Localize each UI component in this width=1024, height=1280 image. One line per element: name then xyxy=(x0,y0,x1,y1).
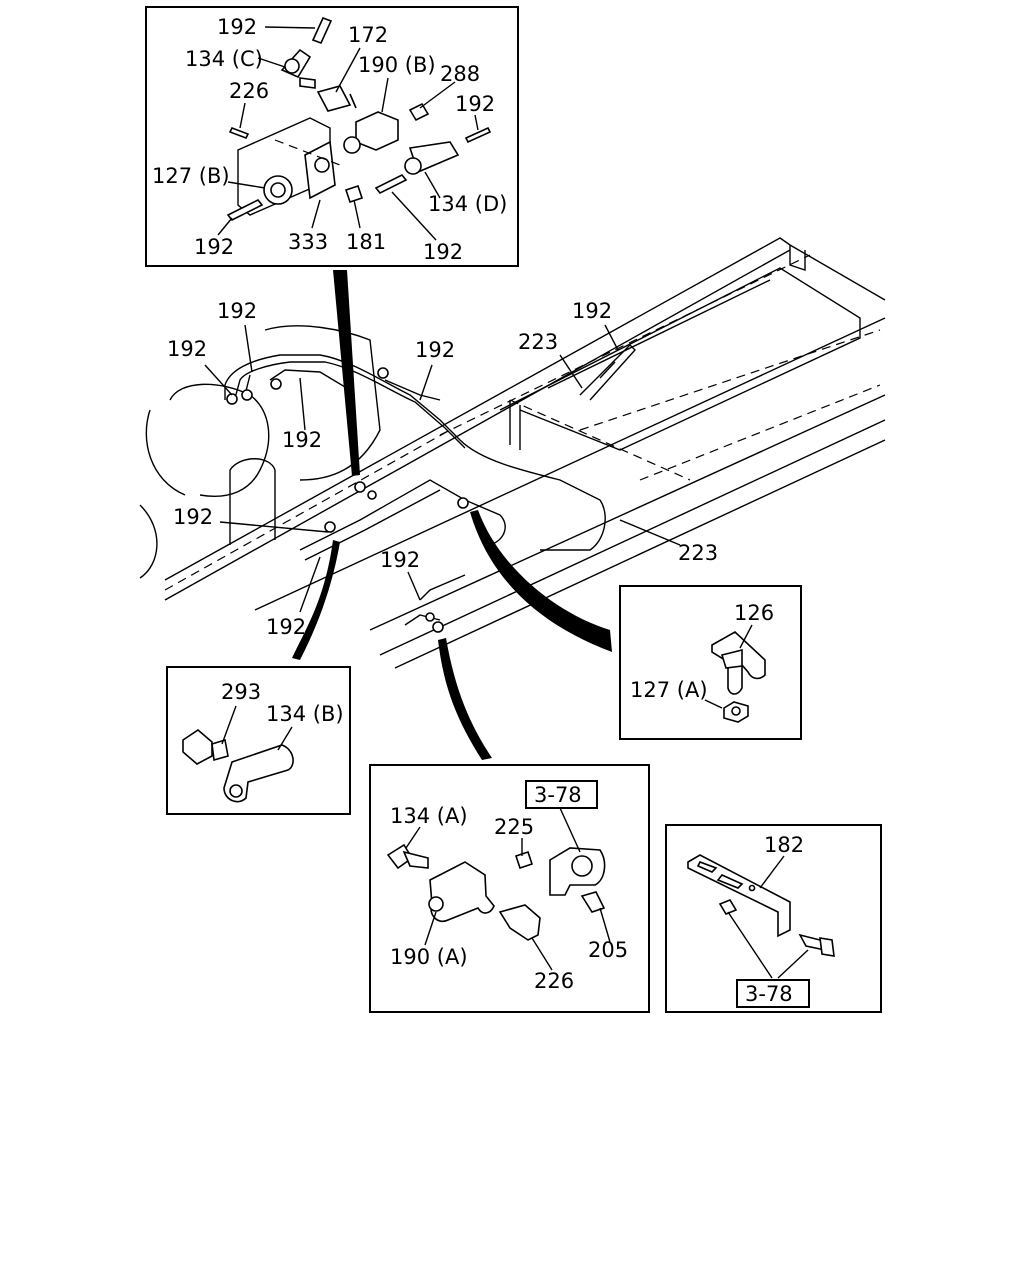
bracket-ref-box xyxy=(736,979,810,1008)
top-inset xyxy=(145,6,519,267)
bracket-inset-labels: 182 xyxy=(764,833,804,857)
top-label-12: 192 xyxy=(423,240,463,264)
main-label-4: 223 xyxy=(518,330,558,354)
bottom-label-2: 205 xyxy=(588,938,628,962)
top-label-2: 172 xyxy=(348,23,388,47)
top-label-3: 190 (B) xyxy=(358,53,436,77)
bracket-inset: 3-78 xyxy=(665,824,882,1013)
right-label-1: 127 (A) xyxy=(630,678,708,702)
top-inset-labels: 192 134 (C) 172 190 (B) 288 226 192 127 … xyxy=(152,15,507,264)
top-label-9: 192 xyxy=(194,235,234,259)
top-label-0: 192 xyxy=(217,15,257,39)
top-label-5: 226 xyxy=(229,79,269,103)
bottom-ref-box xyxy=(525,780,598,809)
bracket-ref: 3-78 xyxy=(745,982,793,1006)
right-label-0: 126 xyxy=(734,601,774,625)
main-labels: 192 192 192 192 223 192 192 223 192 192 xyxy=(167,299,718,639)
bottom-ref: 3-78 xyxy=(534,783,582,807)
callout-pointers xyxy=(292,270,612,760)
bottom-label-3: 190 (A) xyxy=(390,945,468,969)
main-label-2: 192 xyxy=(415,338,455,362)
top-label-8: 134 (D) xyxy=(428,192,507,216)
bracket-label: 182 xyxy=(764,833,804,857)
top-label-7: 127 (B) xyxy=(152,164,230,188)
left-label-1: 134 (B) xyxy=(266,702,344,726)
top-label-6: 192 xyxy=(455,92,495,116)
main-leader-lines xyxy=(204,324,681,613)
main-label-9: 192 xyxy=(266,615,306,639)
main-label-0: 192 xyxy=(217,299,257,323)
bottom-inset: 3-78 xyxy=(369,764,650,1013)
left-inset-labels: 293 134 (B) xyxy=(221,680,344,726)
left-inset xyxy=(166,666,351,815)
bottom-inset-labels: 134 (A) 225 205 190 (A) 226 xyxy=(390,804,628,993)
main-label-7: 223 xyxy=(678,541,718,565)
bottom-label-1: 225 xyxy=(494,815,534,839)
top-label-10: 333 xyxy=(288,230,328,254)
left-label-0: 293 xyxy=(221,680,261,704)
brake-pipes xyxy=(224,344,636,633)
top-label-4: 288 xyxy=(440,62,480,86)
main-label-8: 192 xyxy=(380,548,420,572)
main-label-6: 192 xyxy=(173,505,213,529)
right-inset xyxy=(619,585,802,740)
main-label-5: 192 xyxy=(572,299,612,323)
bottom-label-0: 134 (A) xyxy=(390,804,468,828)
main-label-1: 192 xyxy=(167,337,207,361)
top-label-1: 134 (C) xyxy=(185,47,263,71)
right-inset-labels: 126 127 (A) xyxy=(630,601,774,702)
bottom-label-4: 226 xyxy=(534,969,574,993)
main-label-3: 192 xyxy=(282,428,322,452)
top-label-11: 181 xyxy=(346,230,386,254)
chassis-frame xyxy=(139,237,886,669)
